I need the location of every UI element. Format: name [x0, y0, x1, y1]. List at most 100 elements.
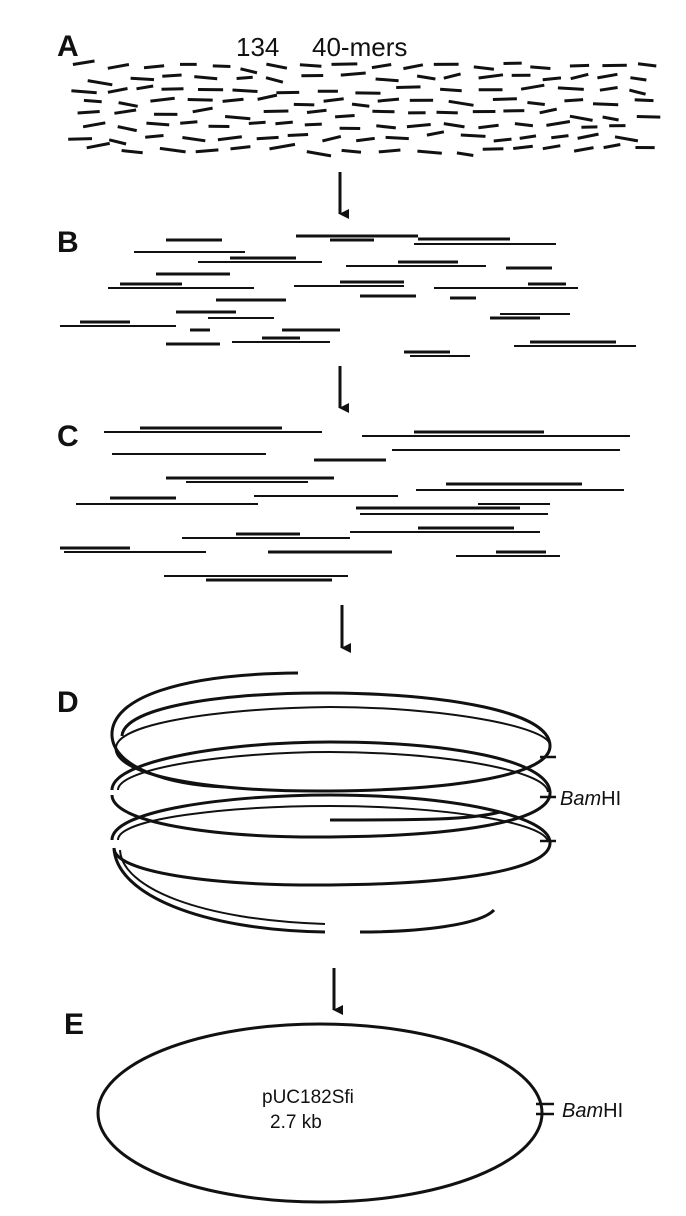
oligo	[68, 137, 93, 141]
oligo	[630, 76, 647, 82]
oligo	[180, 120, 198, 125]
oligo	[634, 98, 654, 103]
oligo	[195, 148, 219, 154]
panel-d-letter: D	[57, 686, 79, 719]
oligo	[269, 142, 296, 151]
bamhi-site-marks	[540, 755, 556, 843]
oligo	[117, 125, 138, 133]
oligo	[416, 74, 436, 81]
oligo	[150, 96, 175, 103]
panel-c-letter: C	[57, 420, 79, 453]
oligo	[602, 115, 619, 122]
oligo	[569, 63, 590, 68]
oligo	[546, 120, 571, 127]
extended-duplexes	[60, 426, 630, 582]
oligo	[356, 136, 375, 143]
oligo	[456, 151, 474, 157]
oligo-unit: 40-mers	[312, 32, 407, 62]
oligo	[72, 59, 95, 66]
oligo	[396, 85, 421, 89]
oligo	[82, 121, 106, 129]
oligo	[403, 63, 424, 71]
plasmid-size: 2.7 kb	[270, 1112, 322, 1133]
oligo	[436, 110, 458, 115]
panel-a-letter: A	[57, 30, 79, 63]
oligo	[334, 114, 355, 119]
oligo	[306, 108, 327, 114]
oligo	[377, 97, 400, 103]
oligo	[107, 87, 128, 94]
oligo	[443, 72, 461, 80]
oligo	[87, 79, 113, 87]
oligo	[71, 89, 97, 95]
oligo	[569, 114, 593, 122]
oligo	[378, 148, 401, 154]
oligo	[460, 133, 486, 138]
oligo	[136, 84, 154, 91]
oligo	[257, 93, 278, 101]
plasmid-name: pUC182Sfi	[262, 1087, 354, 1108]
oligo	[114, 108, 137, 115]
oligo	[146, 121, 170, 127]
oligo	[603, 143, 621, 150]
oligo	[86, 141, 110, 150]
oligo	[473, 65, 495, 71]
oligo	[417, 149, 442, 155]
oligo	[232, 88, 258, 93]
oligo	[514, 122, 534, 128]
oligo	[482, 147, 504, 151]
oligo	[448, 99, 474, 107]
oligo	[236, 75, 253, 80]
oligo	[551, 134, 569, 140]
oligo	[629, 88, 646, 96]
oligo	[340, 71, 366, 77]
concatemer-coil	[110, 671, 552, 934]
oligo	[162, 73, 182, 78]
oligo	[263, 109, 289, 113]
oligo	[118, 101, 138, 108]
oligo	[542, 144, 561, 151]
oligo	[194, 75, 218, 81]
oligo-count: 134	[236, 32, 279, 62]
oligo	[266, 62, 288, 70]
oligo	[159, 146, 186, 154]
oligo	[636, 115, 661, 119]
oligo	[520, 83, 545, 91]
oligo	[443, 122, 465, 129]
oligo	[192, 106, 213, 114]
oligo	[143, 64, 165, 70]
oligo	[217, 135, 242, 142]
oligo	[212, 64, 231, 68]
oligo	[478, 73, 504, 80]
oligo	[322, 134, 342, 143]
oligo	[599, 86, 618, 92]
oligo	[248, 120, 266, 125]
oligo	[376, 124, 396, 130]
oligo	[371, 63, 392, 70]
oligo	[293, 102, 315, 107]
oligo	[107, 63, 130, 70]
oligo	[564, 98, 584, 103]
oligo	[83, 98, 102, 104]
oligo	[265, 76, 284, 84]
oligo	[527, 101, 545, 106]
oligo	[570, 72, 589, 81]
oligo	[230, 145, 251, 151]
oligo	[161, 87, 184, 91]
annealed-duplexes	[60, 234, 636, 357]
oligo	[287, 133, 309, 137]
oligo	[530, 65, 551, 70]
oligo	[121, 149, 143, 155]
oligo	[304, 122, 322, 127]
oligo	[385, 135, 409, 141]
oligo	[77, 110, 100, 115]
oligo	[240, 67, 258, 75]
oligo	[375, 77, 399, 83]
oligo	[542, 76, 562, 82]
oligo	[256, 135, 279, 141]
plasmid-bamhi-label: BamHI	[562, 1100, 623, 1122]
oligo	[440, 87, 462, 93]
oligo	[275, 120, 293, 126]
oligo	[222, 97, 244, 103]
